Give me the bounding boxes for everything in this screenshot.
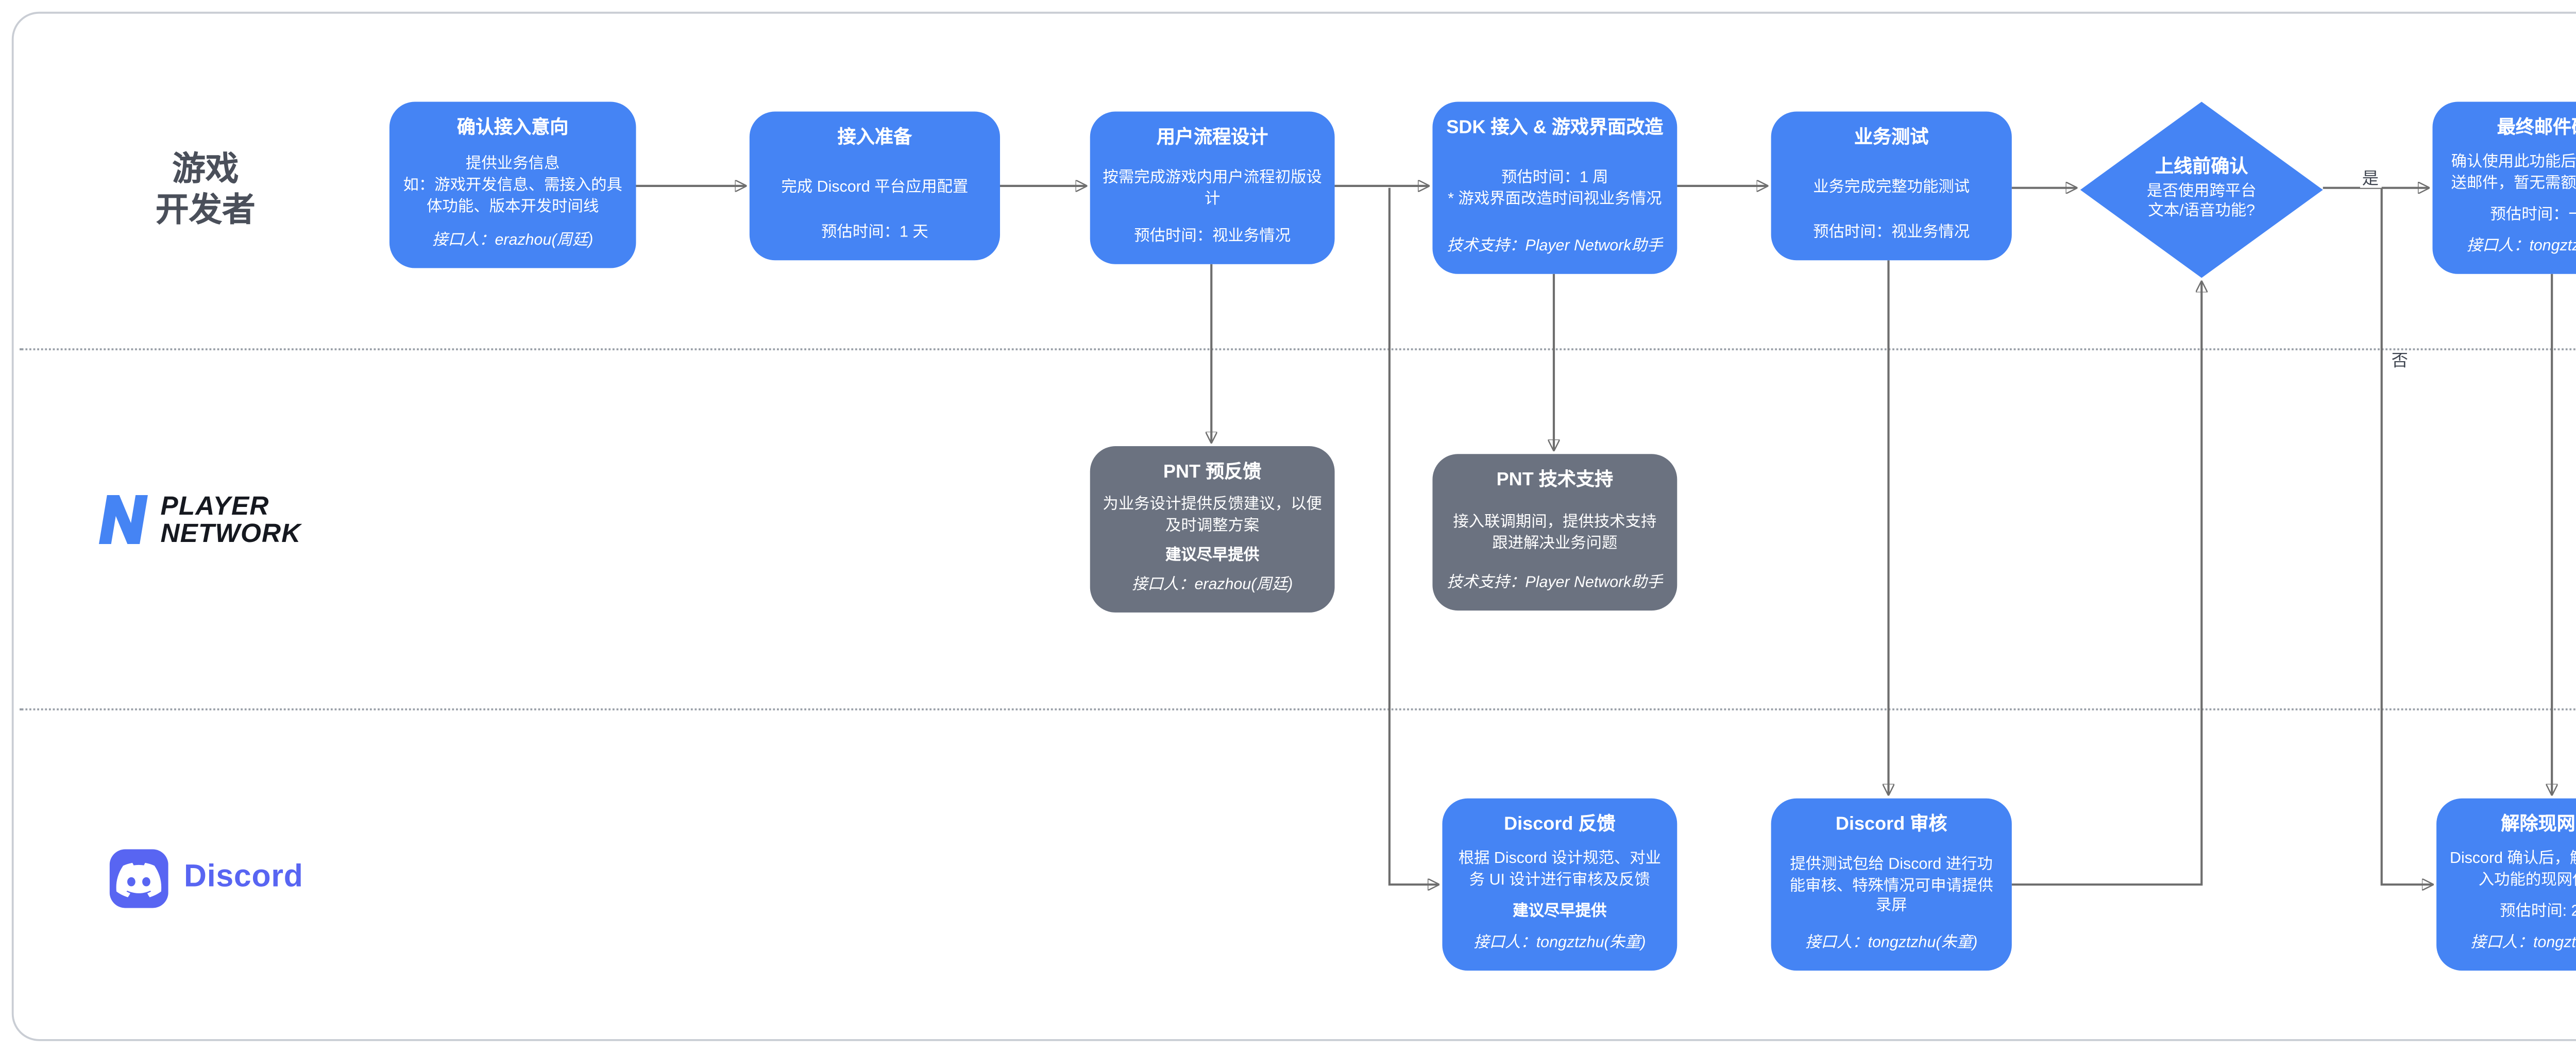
node-title: 解除现网限制	[2501, 814, 2576, 836]
node-business-testing: 业务测试 业务完成完整功能测试 预估时间：视业务情况	[1771, 111, 2012, 261]
node-sdk-integration: SDK 接入 & 游戏界面改造 预估时间：1 周 * 游戏界面改造时间视业务情况…	[1432, 101, 1677, 274]
node-estimate: 预估时间：1 天	[821, 223, 928, 241]
node-body: 提供测试包给 Discord 进行功能审核、特殊情况可申请提供录屏	[1789, 855, 1993, 915]
node-contact: 技术支持：Player Network助手	[1447, 573, 1663, 591]
node-estimate: 预估时间：视业务情况	[1134, 227, 1291, 245]
node-contact: 接口人：tongztzhu(朱童)	[1805, 934, 1978, 952]
node-preparation: 接入准备 完成 Discord 平台应用配置 预估时间：1 天	[749, 111, 1001, 261]
node-contact: 接口人：erazhou(周廷)	[432, 231, 594, 249]
node-prelaunch-confirm: 上线前确认 是否使用跨平台 文本/语音功能?	[2080, 101, 2323, 278]
node-body: 完成 Discord 平台应用配置	[781, 177, 969, 195]
node-estimate: 预估时间: 2-3 天	[2500, 902, 2576, 920]
discord-icon	[109, 849, 168, 908]
node-body: 按需完成游戏内用户流程初版设计	[1103, 168, 1322, 208]
diamond-shape	[2080, 101, 2323, 278]
node-contact: 接口人：tongztzhu(朱童)	[2466, 237, 2576, 255]
node-title: 确认接入意向	[456, 117, 569, 139]
node-title: Discord 反馈	[1504, 814, 1616, 836]
edge-label-no: 否	[2389, 350, 2410, 371]
edge-discord-review-to-prelaunch	[2011, 282, 2201, 886]
node-pnt-support: PNT 技术支持 接入联调期间，提供技术支持 跟进解决业务问题 技术支持：Pla…	[1432, 454, 1677, 611]
node-body: 提供业务信息 如：游戏开发信息、需接入的具体功能、版本开发时间线	[403, 155, 622, 215]
player-network-logo: PLAYER NETWORK	[94, 493, 301, 546]
discord-wordmark: Discord	[184, 861, 303, 894]
discord-logo: Discord	[109, 849, 303, 908]
node-body: 为业务设计提供反馈建议，以便及时调整方案	[1103, 495, 1322, 534]
node-contact: 接口人：erazhou(周廷)	[1131, 575, 1293, 593]
node-discord-feedback: Discord 反馈 根据 Discord 设计规范、对业务 UI 设计进行审核…	[1442, 798, 1677, 971]
node-title: Discord 审核	[1835, 814, 1947, 836]
node-title: 业务测试	[1854, 127, 1929, 149]
node-title: 用户流程设计	[1156, 127, 1268, 149]
node-estimate: 预估时间：一周内	[2490, 206, 2576, 224]
node-title: 接入准备	[837, 127, 912, 149]
node-flow-design: 用户流程设计 按需完成游戏内用户流程初版设计 预估时间：视业务情况	[1090, 111, 1335, 264]
node-contact: 接口人：tongztzhu(朱童)	[1473, 934, 1646, 952]
lane-divider-1	[19, 348, 2576, 350]
node-title: PNT 技术支持	[1496, 469, 1614, 491]
node-pnt-feedback: PNT 预反馈 为业务设计提供反馈建议，以便及时调整方案 建议尽早提供 接口人：…	[1090, 446, 1335, 613]
player-network-wordmark: PLAYER NETWORK	[160, 493, 301, 546]
node-estimate: 预估时间：视业务情况	[1813, 223, 1970, 241]
node-title: 上线前确认	[2155, 156, 2248, 178]
player-network-wordmark-top: PLAYER	[160, 491, 269, 521]
edge-label-yes: 是	[2360, 168, 2381, 189]
node-body: 接入联调期间，提供技术支持 跟进解决业务问题	[1453, 513, 1657, 552]
node-body: Discord 确认后，解除对游戏接入功能的现网使用限制	[2450, 850, 2576, 889]
lane-divider-2	[19, 708, 2576, 710]
node-body: 根据 Discord 设计规范、对业务 UI 设计进行审核及反馈	[1458, 850, 1662, 889]
node-confirm-intent: 确认接入意向 提供业务信息 如：游戏开发信息、需接入的具体功能、版本开发时间线 …	[389, 101, 636, 268]
node-remove-restriction: 解除现网限制 Discord 确认后，解除对游戏接入功能的现网使用限制 预估时间…	[2436, 798, 2576, 971]
edge-flow-design-to-discord-feedback	[1388, 188, 1438, 885]
node-body: 是否使用跨平台 文本/语音功能?	[2146, 181, 2257, 220]
node-title: SDK 接入 & 游戏界面改造	[1446, 117, 1664, 139]
node-contact: 技术支持：Player Network助手	[1447, 237, 1663, 255]
player-network-wordmark-bottom: NETWORK	[160, 517, 301, 547]
node-note: 建议尽早提供	[1165, 546, 1260, 564]
node-body: 预估时间：1 周 * 游戏界面改造时间视业务情况	[1448, 168, 1662, 208]
diamond-text: 上线前确认 是否使用跨平台 文本/语音功能?	[2080, 102, 2323, 278]
node-body: 确认使用此功能后，需尽早发送邮件，暂无需额外签署合同	[2451, 152, 2576, 192]
player-network-icon	[98, 495, 148, 544]
node-title: PNT 预反馈	[1163, 462, 1262, 484]
node-body: 业务完成完整功能测试	[1813, 177, 1970, 195]
node-contact: 接口人：tongztzhu(朱童)	[2470, 934, 2576, 952]
node-discord-review: Discord 审核 提供测试包给 Discord 进行功能审核、特殊情况可申请…	[1771, 798, 2012, 971]
node-note: 建议尽早提供	[1513, 902, 1607, 920]
edge-prelaunch-no-to-unrestrict	[2380, 188, 2433, 885]
lane-label-game-developer: 游戏 开发者	[155, 150, 256, 230]
